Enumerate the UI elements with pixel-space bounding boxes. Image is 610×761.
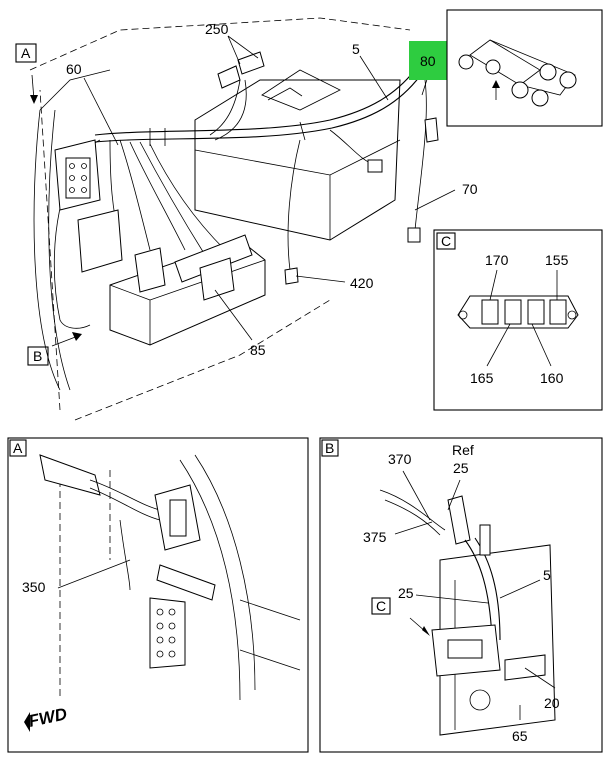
callout-ref: Ref (452, 442, 474, 458)
view-ref-b-box (27, 346, 49, 366)
callout-5-b: 5 (543, 567, 551, 583)
callout-25-ref: 25 (453, 460, 469, 476)
view-ref-b: B (33, 348, 42, 364)
detail-b: B 370 Ref 25 375 25 5 20 65 C (319, 437, 603, 753)
callout-5: 5 (352, 41, 360, 57)
callout-250: 250 (205, 21, 229, 37)
callout-375: 375 (363, 529, 387, 545)
view-ref-c-box (371, 597, 391, 615)
highlight-box (409, 41, 447, 80)
fwd-label: FWD (27, 704, 69, 731)
view-ref-c: C (376, 598, 386, 614)
view-ref-a-box (15, 43, 37, 63)
view-ref-a: A (21, 45, 31, 61)
locator-inset (446, 9, 603, 127)
detail-c: C 170 155 165 160 (433, 229, 603, 411)
detail-b-label: B (325, 440, 334, 456)
callout-155: 155 (545, 252, 569, 268)
callout-25: 25 (398, 585, 414, 601)
detail-a-label: A (13, 440, 23, 456)
callout-370: 370 (388, 451, 412, 467)
callout-85: 85 (250, 342, 266, 358)
callout-80: 80 (420, 53, 436, 69)
callout-20: 20 (544, 695, 560, 711)
callout-70: 70 (462, 181, 478, 197)
main-view: 250 5 80 60 70 420 85 A B (15, 17, 478, 421)
detail-c-label: C (441, 233, 451, 249)
callout-420: 420 (350, 275, 374, 291)
callout-65: 65 (512, 728, 528, 744)
detail-a: A 350 FWD (7, 437, 309, 753)
callout-350: 350 (22, 579, 46, 595)
callout-165: 165 (470, 370, 494, 386)
detail-c-tag (436, 232, 456, 250)
callout-160: 160 (540, 370, 564, 386)
callout-60: 60 (66, 61, 82, 77)
callout-170: 170 (485, 252, 509, 268)
